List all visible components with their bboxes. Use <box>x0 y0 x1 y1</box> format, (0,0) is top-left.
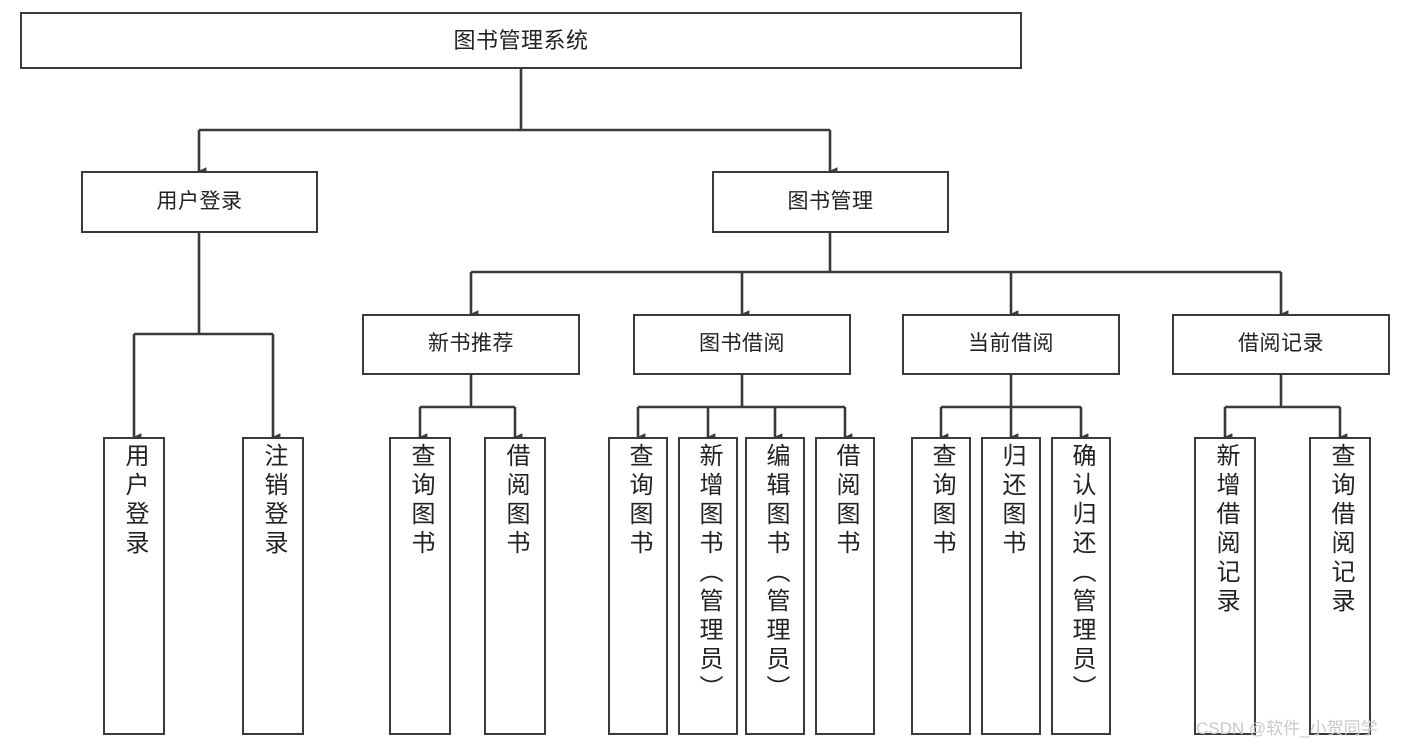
node-current-borrow[interactable]: 当前借阅 <box>902 314 1120 375</box>
node-leaf-query-record[interactable]: 查询借阅记录 <box>1309 437 1371 735</box>
node-new-book-rec[interactable]: 新书推荐 <box>362 314 580 375</box>
node-leaf-user-login-label: 用户登录 <box>121 443 148 559</box>
node-leaf-borrow-book-2-label: 借阅图书 <box>832 443 859 559</box>
node-borrow-record-label: 借阅记录 <box>1238 332 1324 356</box>
node-book-borrow-label: 图书借阅 <box>699 332 785 356</box>
node-leaf-confirm-return-admin[interactable]: 确认归还（管理员） <box>1051 437 1111 735</box>
node-leaf-query-record-label: 查询借阅记录 <box>1327 443 1354 617</box>
node-leaf-borrow-book-1-label: 借阅图书 <box>502 443 529 559</box>
node-user-login[interactable]: 用户登录 <box>81 171 318 233</box>
node-user-login-label: 用户登录 <box>156 189 243 213</box>
node-leaf-borrow-book-2[interactable]: 借阅图书 <box>815 437 875 735</box>
node-leaf-query-book-1-label: 查询图书 <box>407 443 434 559</box>
node-leaf-borrow-book-1[interactable]: 借阅图书 <box>484 437 546 735</box>
node-root-label: 图书管理系统 <box>453 27 589 53</box>
node-current-borrow-label: 当前借阅 <box>968 332 1054 356</box>
node-book-manage[interactable]: 图书管理 <box>712 171 949 233</box>
node-leaf-query-book-1[interactable]: 查询图书 <box>389 437 451 735</box>
node-leaf-return-book[interactable]: 归还图书 <box>981 437 1041 735</box>
node-new-book-rec-label: 新书推荐 <box>428 332 514 356</box>
node-book-borrow[interactable]: 图书借阅 <box>633 314 851 375</box>
node-root[interactable]: 图书管理系统 <box>20 12 1022 69</box>
node-leaf-query-book-3[interactable]: 查询图书 <box>911 437 971 735</box>
node-leaf-confirm-return-admin-label: 确认归还（管理员） <box>1068 443 1095 704</box>
node-leaf-edit-book-admin-label: 编辑图书（管理员） <box>762 443 789 704</box>
node-leaf-add-record[interactable]: 新增借阅记录 <box>1194 437 1256 735</box>
node-leaf-edit-book-admin[interactable]: 编辑图书（管理员） <box>745 437 805 735</box>
node-leaf-query-book-3-label: 查询图书 <box>928 443 955 559</box>
node-leaf-add-book-admin-label: 新增图书（管理员） <box>695 443 722 704</box>
node-leaf-add-record-label: 新增借阅记录 <box>1212 443 1239 617</box>
node-leaf-return-book-label: 归还图书 <box>998 443 1025 559</box>
node-leaf-logout-label: 注销登录 <box>260 443 287 559</box>
node-leaf-logout[interactable]: 注销登录 <box>242 437 304 735</box>
node-book-manage-label: 图书管理 <box>787 189 874 213</box>
node-leaf-query-book-2-label: 查询图书 <box>625 443 652 559</box>
node-borrow-record[interactable]: 借阅记录 <box>1172 314 1390 375</box>
node-leaf-user-login[interactable]: 用户登录 <box>103 437 165 735</box>
node-leaf-query-book-2[interactable]: 查询图书 <box>608 437 668 735</box>
node-leaf-add-book-admin[interactable]: 新增图书（管理员） <box>678 437 738 735</box>
